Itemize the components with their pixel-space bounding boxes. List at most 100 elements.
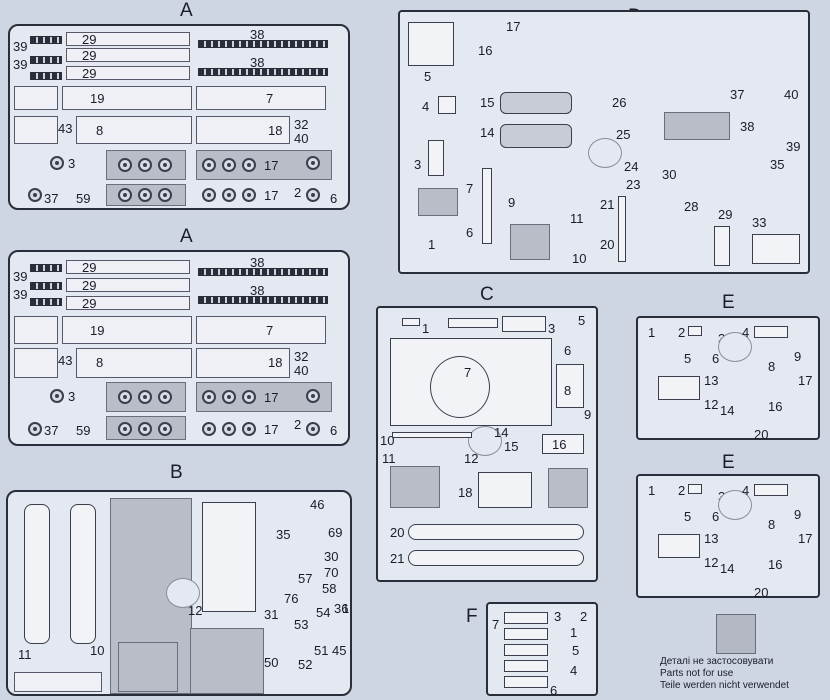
part-number: 36	[334, 601, 349, 616]
part-number: 6	[330, 191, 338, 206]
part-number: 29	[82, 296, 97, 311]
parts-row	[66, 296, 190, 310]
part-number: 2	[678, 483, 686, 498]
part-number: 7	[492, 617, 500, 632]
part-number: 12	[704, 397, 719, 412]
link-part	[504, 612, 548, 624]
part-number: 18	[458, 485, 473, 500]
box-part	[658, 376, 700, 400]
box-part	[752, 234, 800, 264]
link-part	[504, 644, 548, 656]
part-number: 38	[250, 55, 265, 70]
road-wheel	[222, 390, 236, 404]
part-number: 13	[704, 373, 719, 388]
parts-row	[66, 278, 190, 292]
sprue-gate	[468, 426, 502, 456]
grille-part	[754, 326, 788, 338]
bar-part	[392, 432, 472, 438]
unused-area	[118, 642, 178, 692]
part-number: 37	[730, 87, 745, 102]
hatch-part	[408, 22, 454, 66]
road-wheel	[50, 389, 64, 403]
part-number: 20	[754, 585, 769, 600]
plate-part	[428, 140, 444, 176]
track-run	[198, 296, 328, 304]
parts-row	[66, 32, 190, 46]
track-link	[30, 56, 62, 64]
side-skirt-right	[70, 504, 96, 644]
part-number: 39	[13, 57, 28, 72]
sprue-c: 1 3 5 7 6 8 9 10 14 15 16 11 12 18 20 21	[376, 306, 598, 582]
part-number: 7	[266, 323, 274, 338]
parts-row	[62, 316, 192, 344]
part-number: 45	[332, 643, 347, 658]
part-number: 8	[768, 359, 776, 374]
part-number: 12	[464, 451, 479, 466]
part-number: 43	[58, 353, 73, 368]
part-number: 29	[82, 32, 97, 47]
part-number: 25	[616, 127, 631, 142]
part-number: 54	[316, 605, 331, 620]
part-number: 6	[550, 683, 558, 698]
part-number: 6	[330, 423, 338, 438]
sprue-gate	[588, 138, 622, 168]
unused-area	[548, 468, 588, 508]
part-number: 57	[298, 571, 313, 586]
hull-plate	[202, 502, 256, 612]
part-number: 2	[294, 185, 302, 200]
parts-row	[76, 116, 192, 144]
sprue-e-bottom: 1 2 3 4 5 6 8 9 13 12 14 17 16 20	[636, 474, 820, 600]
parts-row	[14, 672, 102, 692]
sprue-letter-b: B	[170, 462, 183, 483]
fender-part	[500, 92, 572, 114]
part-number: 8	[96, 355, 104, 370]
part-number: 11	[570, 211, 584, 226]
parts-row	[66, 48, 190, 62]
part-number: 40	[294, 131, 309, 146]
part-number: 40	[784, 87, 799, 102]
part-number: 21	[390, 551, 405, 566]
part-number: 59	[76, 191, 91, 206]
part-number: 15	[504, 439, 519, 454]
part-number: 38	[250, 255, 265, 270]
part-number: 16	[478, 43, 493, 58]
parts-row	[66, 66, 190, 80]
part-number: 4	[570, 663, 578, 678]
part-number: 7	[466, 181, 474, 196]
parts-row	[62, 86, 192, 110]
part-number: 17	[798, 531, 813, 546]
parts-row	[14, 116, 58, 144]
part-number: 38	[740, 119, 755, 134]
part-number: 46	[310, 497, 325, 512]
road-wheel	[158, 188, 172, 202]
part-number: 6	[466, 225, 474, 240]
part-number: 26	[612, 95, 627, 110]
road-wheel	[158, 422, 172, 436]
box-part	[658, 534, 700, 558]
track-link	[30, 72, 62, 80]
sprue-a-bottom: 39 39 29 29 29 38 38 19 7 43 8 18 32 40 …	[8, 250, 350, 446]
unused-area	[390, 466, 440, 508]
small-part	[688, 326, 702, 336]
part-number: 20	[600, 237, 615, 252]
road-wheel	[202, 422, 216, 436]
part-number: 2	[580, 609, 588, 624]
road-wheel	[202, 188, 216, 202]
sprue-gate	[166, 578, 200, 608]
part-number: 18	[268, 123, 283, 138]
road-wheel	[50, 156, 64, 170]
part-number: 2	[678, 325, 686, 340]
plate-part	[714, 226, 730, 266]
part-number: 14	[720, 403, 735, 418]
part-number: 50	[264, 655, 279, 670]
part-number: 39	[13, 39, 28, 54]
part-number: 3	[548, 321, 556, 336]
part-number: 1	[428, 237, 436, 252]
part-number: 4	[422, 99, 430, 114]
part-number: 32	[294, 117, 309, 132]
part-number: 8	[768, 517, 776, 532]
part-number: 5	[684, 509, 692, 524]
bar-part	[448, 318, 498, 328]
part-number: 3	[554, 609, 562, 624]
parts-row	[196, 86, 326, 110]
